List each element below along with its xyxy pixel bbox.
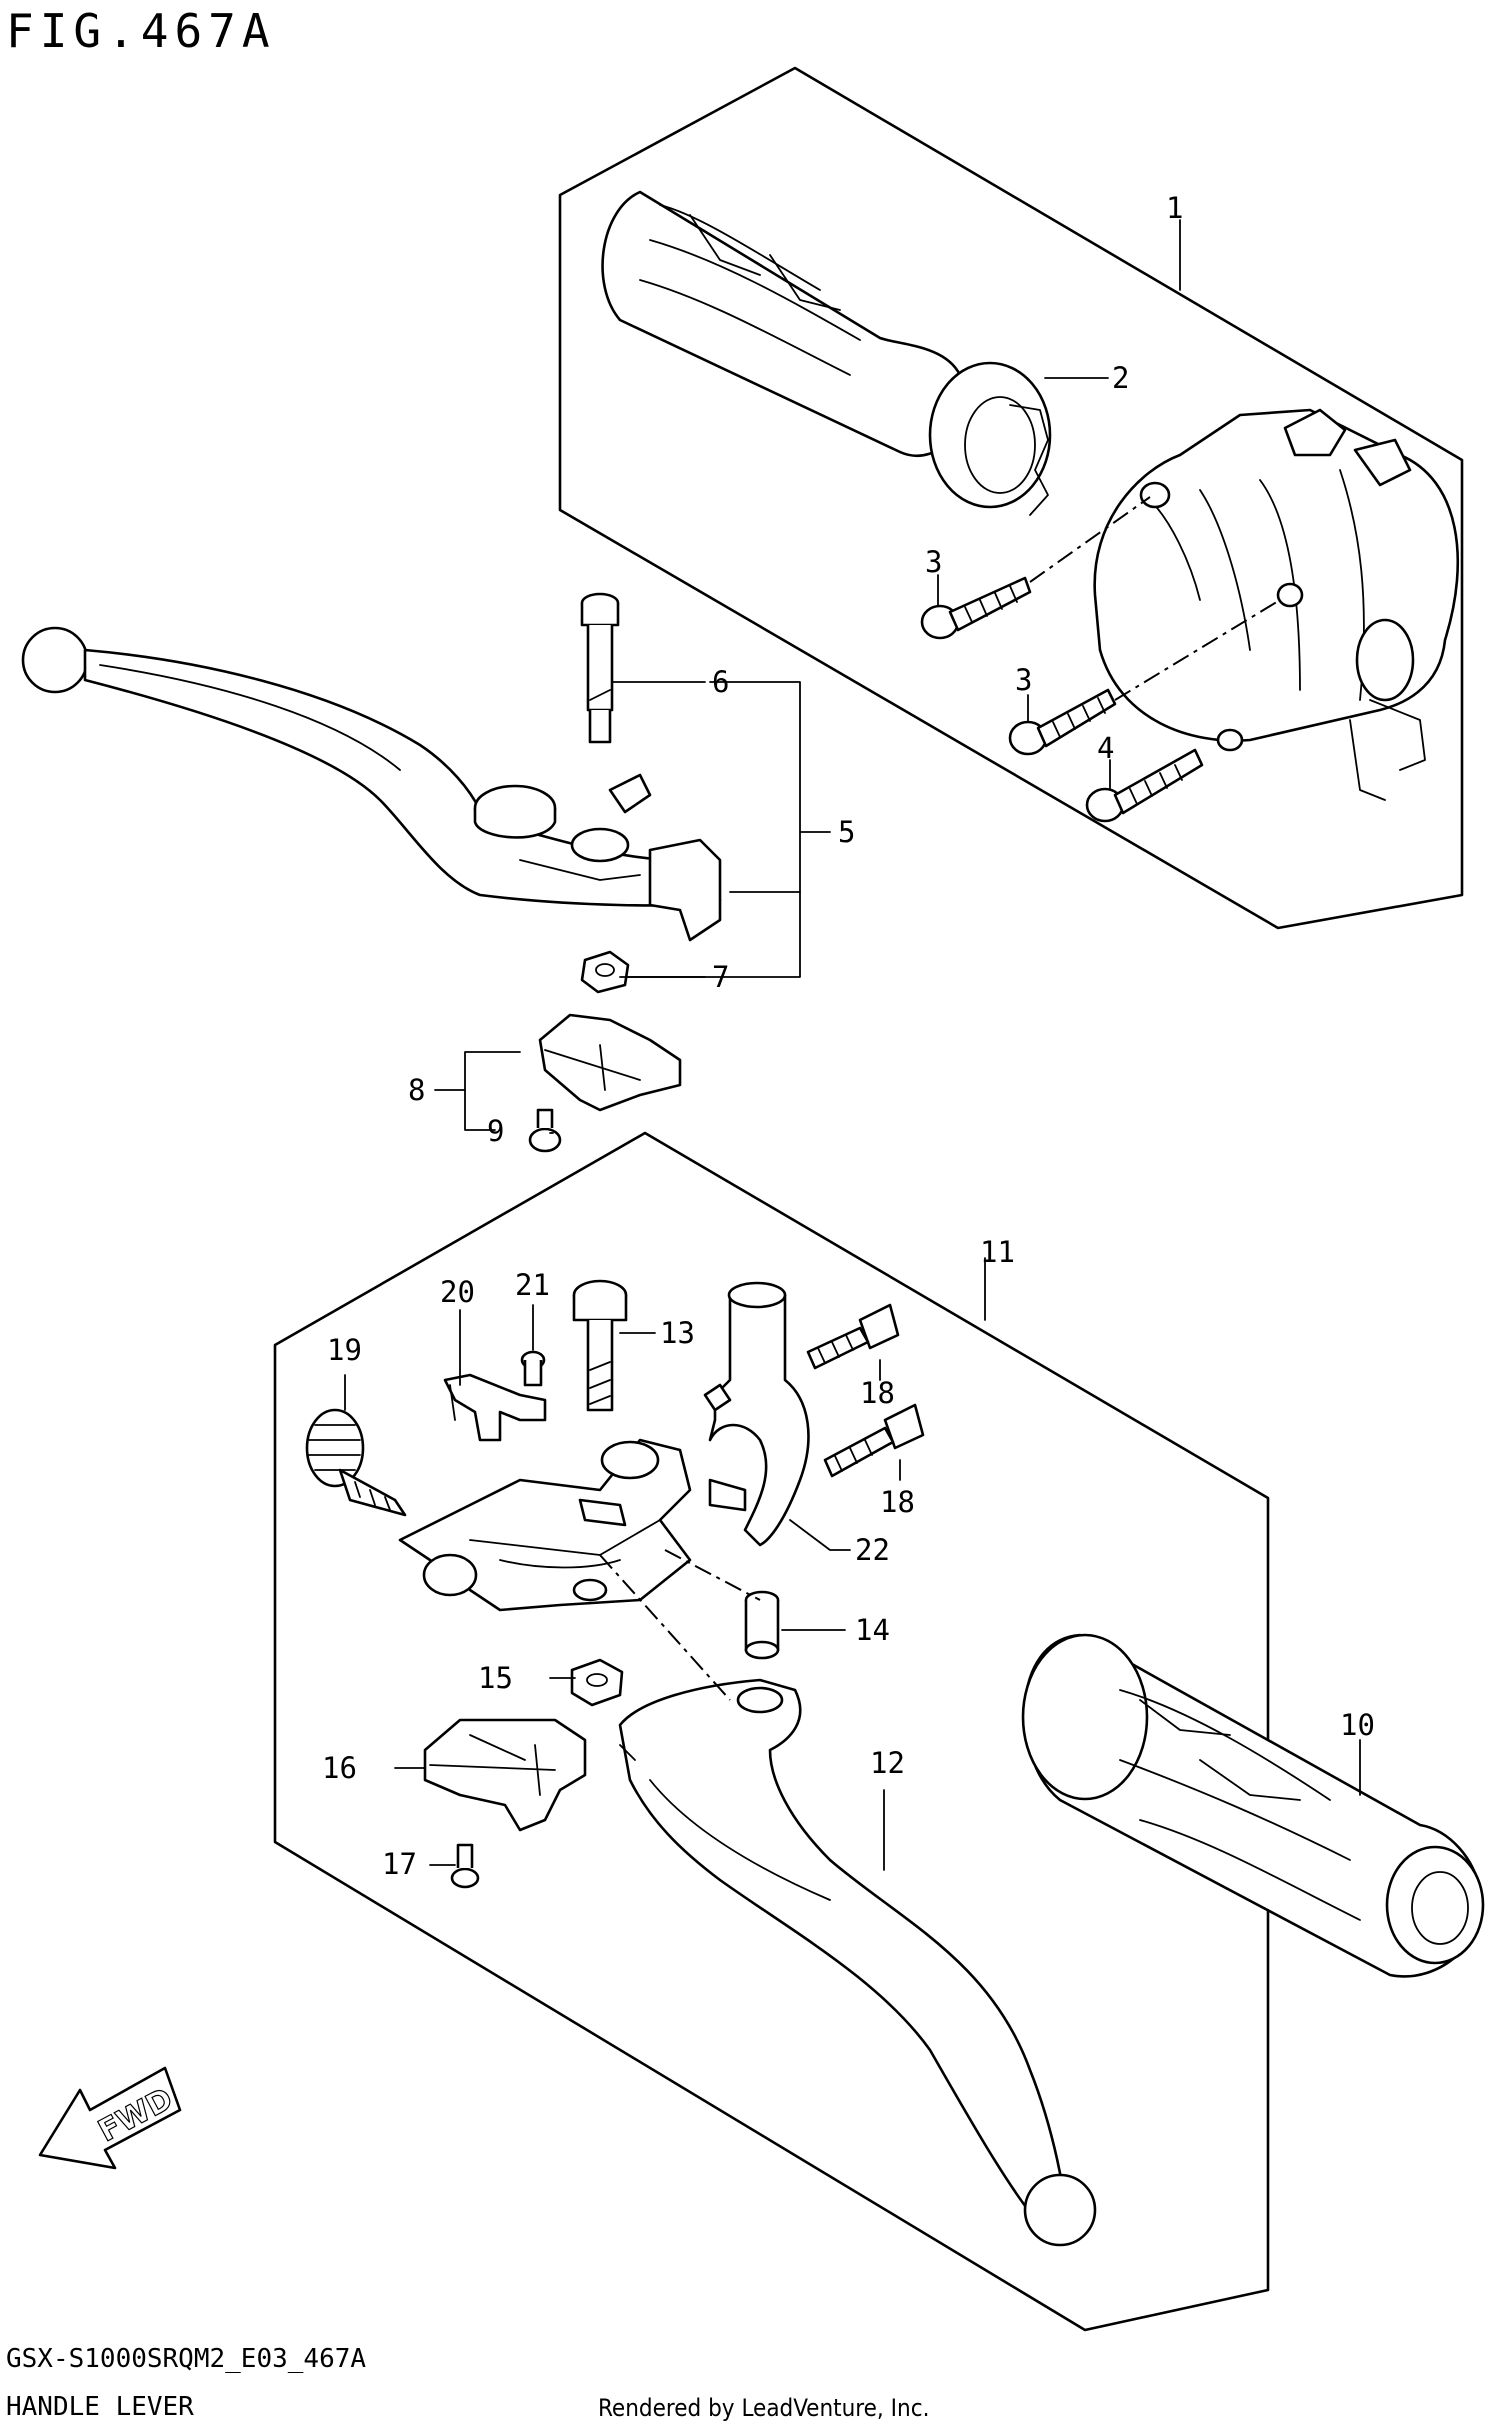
callout-7[interactable]: 7 [712, 960, 729, 994]
callout-16[interactable]: 16 [322, 1751, 357, 1785]
clamp-22[interactable] [703, 1281, 810, 1547]
screw-21[interactable] [520, 1350, 546, 1387]
callout-6[interactable]: 6 [712, 665, 729, 699]
adjuster-19[interactable] [305, 1408, 407, 1517]
pivot-bolt-13[interactable] [572, 1279, 628, 1412]
callout-8[interactable]: 8 [408, 1073, 425, 1107]
callout-20[interactable]: 20 [440, 1275, 475, 1309]
callout-2[interactable]: 2 [1112, 361, 1129, 395]
nut-7[interactable] [580, 950, 630, 994]
callout-9[interactable]: 9 [487, 1114, 504, 1148]
callout-13[interactable]: 13 [660, 1316, 695, 1350]
callout-12[interactable]: 12 [870, 1746, 905, 1780]
render-credit: Rendered by LeadVenture, Inc. [598, 2394, 930, 2422]
callout-14[interactable]: 14 [855, 1613, 890, 1647]
callout-19[interactable]: 19 [327, 1333, 362, 1367]
callout-5[interactable]: 5 [838, 815, 855, 849]
forward-direction-arrow [38, 2066, 182, 2170]
master-cylinder-body[interactable] [398, 1438, 692, 1612]
bracket-20[interactable] [443, 1373, 547, 1442]
callout-3b[interactable]: 3 [1015, 663, 1032, 697]
callout-17[interactable]: 17 [382, 1847, 417, 1881]
screw-4[interactable] [1085, 748, 1204, 823]
callout-4[interactable]: 4 [1097, 731, 1114, 765]
brake-switch-16[interactable] [423, 1718, 587, 1832]
pivot-bolt-6[interactable] [580, 592, 620, 744]
brake-lever-12[interactable] [618, 1678, 1097, 2247]
callout-18b[interactable]: 18 [880, 1485, 915, 1519]
model-code: GSX-S1000SRQM2_E03_467A [6, 2344, 367, 2374]
section-name: HANDLE LEVER [6, 2392, 194, 2422]
throttle-grip[interactable] [601, 190, 1052, 516]
callout-10[interactable]: 10 [1340, 1708, 1375, 1742]
bolt-18-lower[interactable] [823, 1403, 925, 1478]
upper-assembly-frame [558, 66, 1464, 930]
callout-21[interactable]: 21 [515, 1268, 550, 1302]
callout-11[interactable]: 11 [980, 1235, 1015, 1269]
screw-3-upper[interactable] [920, 576, 1032, 640]
throttle-housing[interactable] [1093, 408, 1460, 801]
clutch-switch-8[interactable] [538, 1013, 682, 1112]
lower-assembly-frame [273, 1131, 1270, 2332]
clutch-lever[interactable] [21, 626, 722, 942]
screw-17[interactable] [450, 1843, 480, 1889]
screw-3-lower[interactable] [1008, 688, 1117, 756]
bushing-14[interactable] [744, 1590, 780, 1660]
nut-15[interactable] [570, 1658, 624, 1707]
callout-1[interactable]: 1 [1166, 191, 1183, 225]
callout-22[interactable]: 22 [855, 1533, 890, 1567]
callout-18a[interactable]: 18 [860, 1376, 895, 1410]
callout-3a[interactable]: 3 [925, 545, 942, 579]
left-grip-10[interactable] [1021, 1633, 1485, 1978]
figure-title: FIG.467A [6, 4, 276, 58]
leader-lines [344, 219, 1361, 1871]
screw-9[interactable] [528, 1108, 562, 1153]
bolt-18-upper[interactable] [806, 1303, 900, 1370]
callout-15[interactable]: 15 [478, 1661, 513, 1695]
